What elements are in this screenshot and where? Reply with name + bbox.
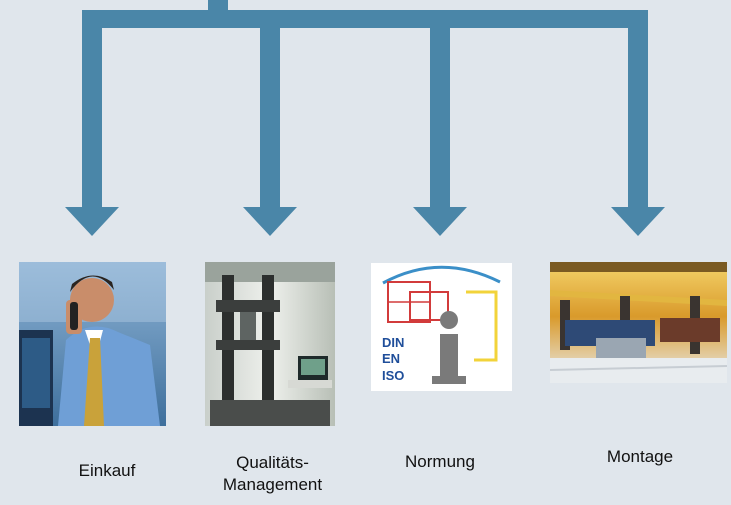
connector-drop-quality: [260, 10, 280, 210]
connector-tree: [65, 0, 665, 236]
connector-horizontal-bar: [82, 10, 648, 28]
einkauf-photo: [19, 262, 166, 426]
label-quality-line1: Qualitäts-: [236, 453, 309, 472]
label-normung: Normung: [405, 452, 475, 471]
montage-photo: [549, 262, 728, 383]
normung-logo: DIN EN ISO: [371, 263, 512, 391]
logo-en-text: EN: [382, 351, 400, 366]
label-quality-line2: Management: [222, 475, 323, 494]
arrowhead-normung: [413, 207, 467, 236]
label-quality-management: Qualitäts- Management: [210, 452, 335, 496]
arrowhead-einkauf: [65, 207, 119, 236]
label-einkauf: Einkauf: [78, 461, 136, 480]
logo-din-text: DIN: [382, 335, 404, 350]
label-montage: Montage: [606, 447, 674, 466]
arrowhead-montage: [611, 207, 665, 236]
connector-drop-normung: [430, 10, 450, 210]
quality-photo: [205, 262, 335, 426]
arrowhead-quality: [243, 207, 297, 236]
logo-iso-text: ISO: [382, 368, 404, 383]
connector-drop-einkauf: [82, 10, 102, 210]
connector-drop-montage: [628, 10, 648, 210]
